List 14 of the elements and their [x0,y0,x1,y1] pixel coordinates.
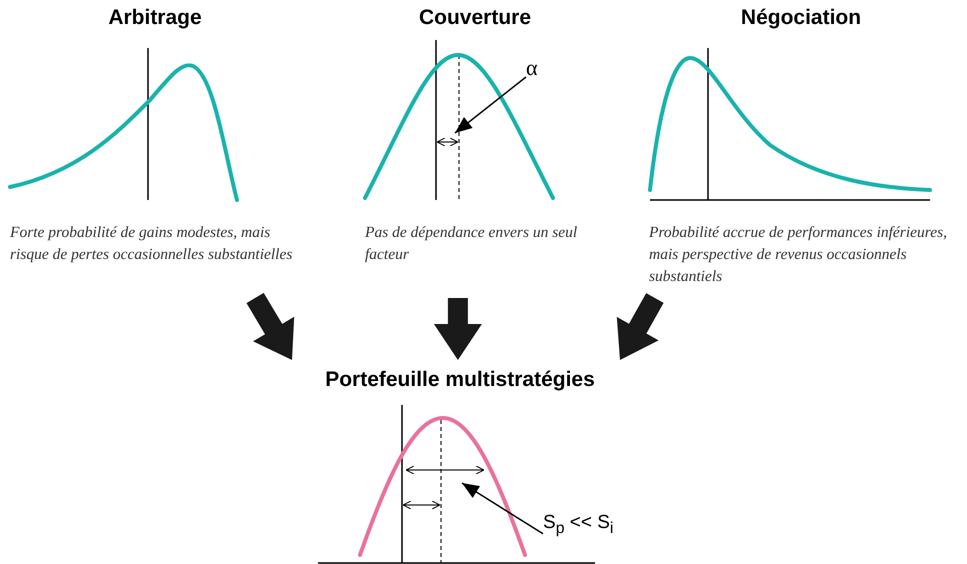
panel-heading: Couverture [418,6,532,30]
block-arrow [434,298,482,360]
caption-text: Forte probabilité de gains modestes, mais risque de pertes occasionnelles substantielles [10,223,294,265]
panel-heading: Négociation [740,6,862,30]
caption-text: Pas de dépendance envers un seul facteur [365,223,578,265]
panel-heading: Portefeuille multistratégies [325,368,595,392]
block-arrow [616,293,664,360]
block-arrow [246,292,294,360]
caption-text: Probabilité accrue de performances inférieures, mais perspective de revenus occasionnels substantiels [649,223,948,287]
alpha-symbol-label: α [526,55,538,81]
leader-arrow [462,482,544,534]
spread-comparison-label: S$_{p}$ << S$_{i}$ [543,512,614,538]
leader-arrow [454,76,526,134]
panel-heading: Arbitrage [108,6,202,30]
